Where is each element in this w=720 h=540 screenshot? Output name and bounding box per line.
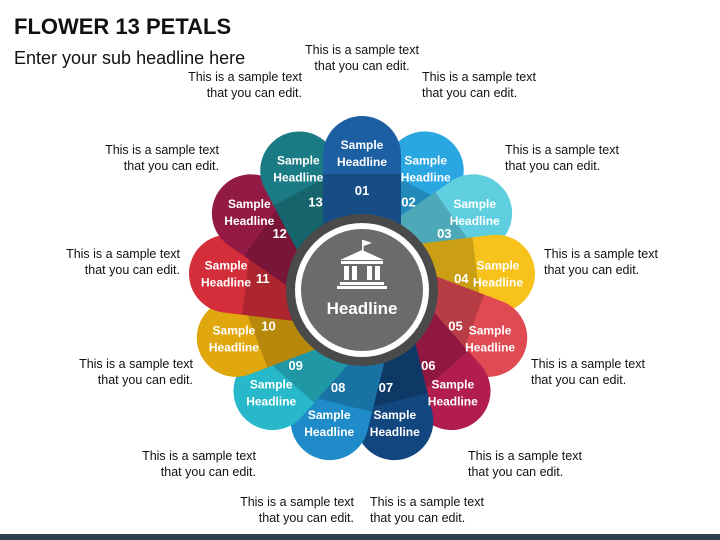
petal-caption-03: This is a sample text that you can edit. [505,143,619,173]
petal-caption-05: This is a sample text that you can edit. [531,357,645,387]
petal-number: 03 [437,226,451,241]
petal-number: 12 [272,226,286,241]
petal-number: 13 [308,195,322,210]
petal-number: 07 [379,380,393,395]
petal-number: 09 [288,358,302,373]
petal-number: 05 [448,319,462,334]
center-circle[interactable] [301,229,423,351]
petal-caption-06: This is a sample text that you can edit. [468,449,582,479]
petal-number: 10 [261,319,275,334]
petal-caption-04: This is a sample text that you can edit. [544,247,658,277]
petal-caption-11: This is a sample text that you can edit. [66,247,180,277]
petal-number: 02 [401,195,415,210]
petal-caption-09: This is a sample text that you can edit. [142,449,256,479]
page-subtitle: Enter your sub headline here [14,48,246,68]
petal-caption-01: This is a sample text that you can edit. [305,43,419,73]
petal-caption-10: This is a sample text that you can edit. [79,357,193,387]
petal-caption-12: This is a sample text that you can edit. [105,143,219,173]
petal-number: 08 [331,380,345,395]
petal-caption-07: This is a sample text that you can edit. [370,495,484,525]
page-title: FLOWER 13 PETALS [14,14,232,39]
bottom-bar [0,534,720,540]
petal-number: 04 [454,271,469,286]
petal-caption-08: This is a sample text that you can edit. [240,495,354,525]
petal-caption-02: This is a sample text that you can edit. [422,70,536,100]
center-headline: Headline [327,299,398,318]
bank-icon [337,240,387,289]
petal-number: 06 [421,358,435,373]
petal-caption-13: This is a sample text that you can edit. [188,70,302,100]
petal-number: 11 [256,271,270,286]
petal-number: 01 [355,183,369,198]
